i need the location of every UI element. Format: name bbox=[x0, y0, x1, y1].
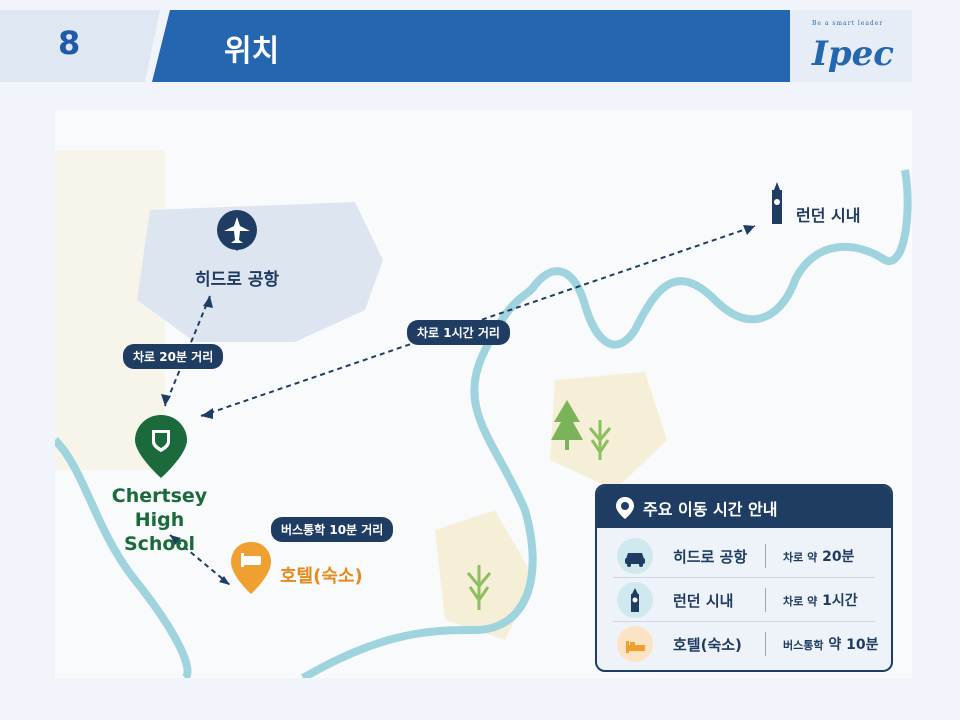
school-name-line2: High School bbox=[123, 509, 196, 555]
location-map: 히드로 공항 런던 시내 차로 20분 거리 차로 1시간 거리 버스통학 10… bbox=[55, 110, 912, 678]
car-icon bbox=[617, 538, 653, 574]
bed-icon bbox=[617, 626, 653, 662]
travel-time-panel: 주요 이동 시간 안내 히드로 공항 차로 약 20분 런던 시내 차로 약 1… bbox=[595, 484, 893, 672]
sapling-icon bbox=[466, 565, 492, 610]
travel-row-hotel: 호텔(숙소) 버스통학 약 10분 bbox=[597, 622, 891, 666]
sapling-icon bbox=[588, 420, 612, 460]
travel-destination: 히드로 공항 bbox=[673, 548, 748, 566]
route-london-label: 차로 1시간 거리 bbox=[407, 320, 510, 345]
route-airport-line bbox=[164, 295, 211, 407]
heathrow-label: 히드로 공항 bbox=[195, 270, 280, 290]
airport-zone bbox=[137, 202, 383, 342]
travel-destination: 호텔(숙소) bbox=[673, 636, 742, 654]
logo-tagline: Be a smart leader bbox=[812, 20, 884, 27]
hotel-pin-icon bbox=[231, 542, 271, 594]
school-crest-icon bbox=[135, 415, 187, 478]
slide-number: 8 bbox=[58, 24, 81, 62]
travel-time: 차로 약 1시간 bbox=[783, 593, 858, 609]
slide-title: 위치 bbox=[224, 34, 280, 69]
travel-destination: 런던 시내 bbox=[673, 592, 734, 610]
big-ben-icon bbox=[617, 582, 653, 618]
travel-row-airport: 히드로 공항 차로 약 20분 bbox=[597, 534, 891, 578]
map-background bbox=[55, 150, 912, 678]
airplane-icon bbox=[217, 210, 257, 251]
school-label: Chertsey High School bbox=[97, 484, 222, 556]
field-area bbox=[435, 510, 535, 640]
panel-header: 주요 이동 시간 안내 bbox=[597, 486, 891, 528]
travel-time: 버스통학 약 10분 bbox=[783, 637, 879, 653]
school-name-line1: Chertsey bbox=[111, 485, 208, 507]
hotel-label: 호텔(숙소) bbox=[280, 566, 363, 587]
slide-header: 8 위치 Be a smart leader Ipec bbox=[0, 10, 960, 82]
location-pin-icon bbox=[616, 497, 634, 519]
route-airport-label: 차로 20분 거리 bbox=[123, 344, 224, 369]
logo-wordmark: Ipec bbox=[812, 34, 895, 74]
london-label: 런던 시내 bbox=[796, 206, 861, 225]
route-hotel-label: 버스통학 10분 거리 bbox=[271, 517, 394, 542]
tree-icon bbox=[551, 400, 583, 450]
river bbox=[300, 169, 912, 678]
title-bar: 위치 bbox=[152, 10, 792, 82]
travel-row-london: 런던 시내 차로 약 1시간 bbox=[597, 578, 891, 622]
panel-title: 주요 이동 시간 안내 bbox=[643, 500, 778, 519]
ipec-logo: Be a smart leader Ipec bbox=[790, 10, 912, 82]
big-ben-icon bbox=[772, 182, 782, 224]
route-hotel-line bbox=[169, 534, 231, 586]
travel-time: 차로 약 20분 bbox=[783, 549, 855, 565]
slide-number-tab: 8 bbox=[0, 10, 160, 82]
